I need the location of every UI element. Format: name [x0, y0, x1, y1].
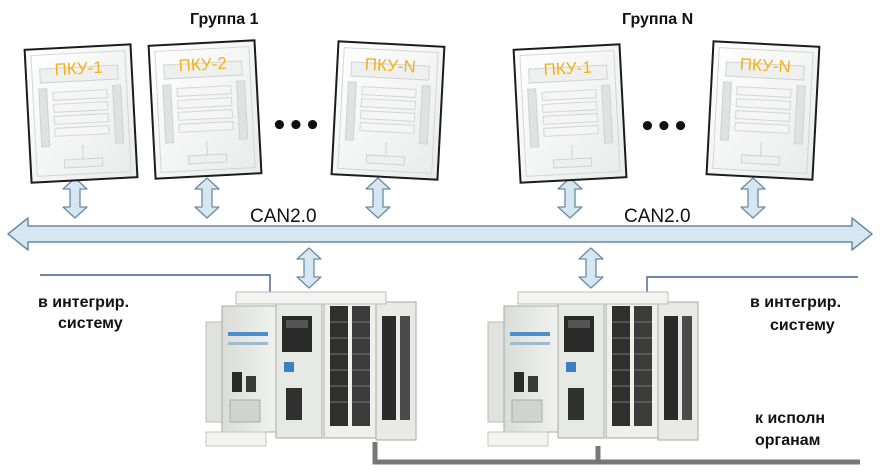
plc-controller-left: [205, 291, 417, 447]
panel-gn-1: ПКУ-1: [512, 43, 628, 184]
bus-link-arrow: [62, 177, 88, 219]
panel-label: ПКУ-2: [178, 54, 227, 75]
panel-label: ПКУ-N: [739, 55, 791, 77]
can-label-right: CAN2.0: [624, 206, 691, 227]
actuators-label-line2: органам: [755, 432, 821, 449]
panel-g1-1: ПКУ-1: [23, 43, 139, 184]
ellipsis-dots: •••: [639, 112, 689, 142]
right-integration-label-line1: в интегрир.: [750, 294, 842, 311]
bus-link-arrow: [740, 177, 766, 219]
panel-gn-n: ПКУ-N: [705, 40, 821, 181]
left-integration-label-line2: систему: [58, 315, 123, 332]
actuators-label-line1: к исполн: [755, 410, 826, 427]
bus-link-arrow: [557, 177, 583, 219]
panel-g1-n: ПКУ-N: [330, 40, 446, 181]
panel-label: ПКУ-N: [364, 55, 416, 77]
bus-link-arrow: [194, 177, 220, 219]
right-integration-label-line2: систему: [770, 317, 835, 334]
plc-controller-right: [487, 291, 699, 447]
panel-label: ПКУ-1: [54, 58, 103, 79]
can-label-left: CAN2.0: [250, 206, 317, 227]
bus-link-arrow: [365, 177, 391, 219]
left-integration-label-line1: в интегрир.: [38, 294, 130, 311]
panel-label: ПКУ-1: [543, 58, 592, 79]
bus-link-arrow: [296, 247, 322, 289]
actuator-link: [372, 442, 860, 465]
group-1-title: Группа 1: [190, 11, 259, 28]
group-n-title: Группа N: [622, 11, 694, 28]
panel-g1-2: ПКУ-2: [147, 39, 263, 180]
can-bus: [7, 217, 873, 251]
ellipsis-dots: •••: [271, 111, 321, 141]
bus-link-arrow: [578, 247, 604, 289]
